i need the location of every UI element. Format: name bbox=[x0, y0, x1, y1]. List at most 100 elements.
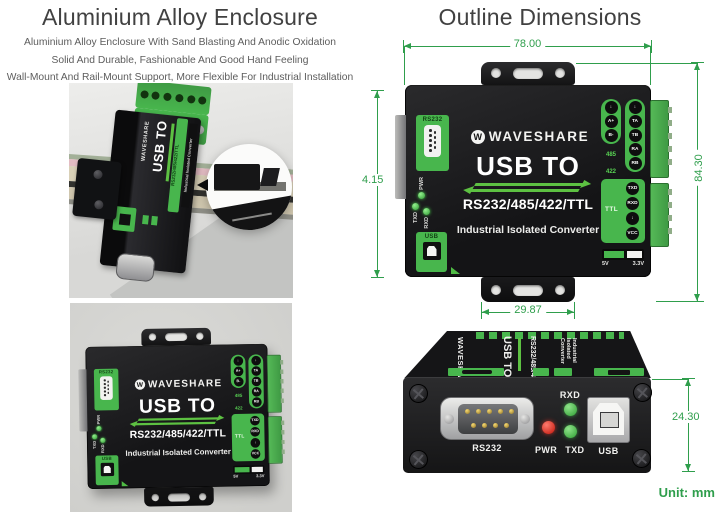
mount-tab-bottom bbox=[481, 277, 575, 302]
rxd-led-label: RXD bbox=[559, 390, 581, 400]
ttl-rxd: RXD bbox=[626, 197, 639, 210]
device-body: RS232 PWR TXD RXD bbox=[78, 343, 285, 490]
unit-note: Unit: mm bbox=[658, 485, 715, 500]
screw-block-2 bbox=[267, 416, 285, 464]
rs232-label: RS232 bbox=[422, 117, 443, 123]
rs232-panel: RS232 bbox=[416, 115, 449, 171]
pwr-txd-labels: PWR TXD bbox=[535, 445, 584, 455]
brand-logo: W WAVESHARE bbox=[115, 377, 241, 390]
dim-ext-line bbox=[656, 301, 698, 302]
pwr-led bbox=[418, 191, 425, 199]
ttl-gnd: ↓ bbox=[250, 437, 261, 448]
usb-port-label: USB bbox=[598, 446, 619, 456]
txd-label: TXD bbox=[92, 440, 98, 450]
ttl-txd: TXD bbox=[626, 182, 639, 195]
screw-block-2 bbox=[650, 183, 672, 247]
arrow-graphic bbox=[518, 338, 521, 371]
voltage-switch: 5V 3.3V bbox=[233, 465, 264, 479]
pwr-led bbox=[96, 425, 102, 432]
ttl-txd: TXD bbox=[250, 415, 260, 426]
rxd-led bbox=[564, 403, 577, 416]
ttl-rxd: RXD bbox=[250, 426, 261, 437]
led-panel-edge bbox=[533, 368, 549, 376]
rail-clip-magnifier bbox=[206, 144, 292, 230]
terminal-a-plus: A+ bbox=[233, 366, 244, 377]
dim-tab-width-value: 29.87 bbox=[510, 304, 546, 316]
tagline: Industrial Isolated Converter bbox=[125, 447, 231, 459]
pwr-led bbox=[542, 421, 555, 434]
terminal-b-minus: B- bbox=[604, 129, 618, 142]
tagline-label: Industrial Isolated Converter bbox=[559, 338, 577, 364]
terminal-rb: RB bbox=[251, 397, 262, 408]
switch-5v-label: 5V bbox=[233, 474, 239, 480]
left-section-title: Aluminium Alloy Enclosure bbox=[41, 4, 318, 30]
dim-height: 84.30 bbox=[691, 62, 705, 302]
rail-clip bbox=[214, 164, 260, 190]
screw-block-1 bbox=[266, 354, 284, 413]
rail-mount-photo: WAVESHARE USB TO RS232/485/422/TTL Indus… bbox=[69, 83, 293, 298]
txd-led-label: TXD bbox=[565, 445, 585, 455]
usb-panel-edge bbox=[594, 368, 644, 376]
switch-slider bbox=[602, 249, 644, 260]
usb-panel: USB bbox=[95, 455, 119, 486]
dim-left-offset-value: 4.15 bbox=[358, 174, 388, 186]
switch-5v-label: 5V bbox=[602, 261, 609, 267]
brand-name: WAVESHARE bbox=[488, 129, 590, 144]
mount-slot bbox=[513, 68, 543, 79]
usb-label: USB bbox=[424, 234, 439, 240]
terminal-tb: TB bbox=[251, 376, 262, 387]
txd-led bbox=[92, 434, 98, 440]
model-title: USB TO bbox=[138, 393, 216, 418]
dim-front-height: 24.30 bbox=[668, 378, 704, 472]
group-485-label: 485 bbox=[234, 393, 243, 399]
terminal-gnd: ↓ bbox=[628, 101, 642, 114]
mount-tab-top bbox=[141, 327, 212, 347]
usb-b-icon bbox=[100, 462, 114, 477]
dim-ext-line bbox=[574, 302, 575, 319]
terminal-tb: TB bbox=[628, 129, 642, 142]
mount-slot bbox=[164, 332, 188, 342]
screw-block-1 bbox=[650, 100, 672, 178]
rs232-port-label: RS232 bbox=[472, 443, 502, 453]
terminal-label-panel: ↓ A+ B- ↓ TA TB RA RB 485 422 bbox=[230, 354, 264, 412]
mount-hole bbox=[491, 68, 501, 78]
mount-hole bbox=[198, 492, 207, 501]
mount-hole bbox=[148, 333, 157, 341]
dim-front-height-value: 24.30 bbox=[668, 411, 704, 423]
interface-title: RS232/485/422/TTL bbox=[462, 196, 594, 212]
dim-tab-width: 29.87 bbox=[481, 304, 575, 320]
corner-screw bbox=[409, 384, 428, 403]
dim-left-offset: 4.15 bbox=[358, 90, 388, 278]
mount-tab-top bbox=[481, 62, 575, 85]
ttl-panel-edge bbox=[554, 368, 572, 376]
ttl-panel: TTL TXD RXD ↓ VCC bbox=[601, 179, 645, 243]
db9-connector-side bbox=[395, 115, 406, 199]
mount-hole bbox=[196, 332, 204, 340]
db9-male-connector bbox=[440, 397, 534, 440]
device-top-view: RS232 PWR TXD RXD bbox=[395, 62, 672, 302]
usb-b-port bbox=[587, 397, 630, 443]
device-body: RS232 PWR TXD RXD bbox=[395, 85, 672, 277]
brand-icon: W bbox=[134, 378, 146, 390]
terminal-col-right: ↓ TA TB RA RB bbox=[625, 99, 645, 172]
ttl-gnd: ↓ bbox=[626, 212, 639, 225]
pwr-label: PWR bbox=[418, 177, 425, 190]
brand-name: WAVESHARE bbox=[147, 377, 223, 390]
ttl-label: TTL bbox=[605, 206, 619, 213]
corner-screw bbox=[633, 383, 652, 402]
terminal-a-plus: A+ bbox=[604, 115, 618, 128]
txrx-led-group: TXD RXD bbox=[412, 203, 430, 229]
mount-hole bbox=[151, 493, 160, 502]
dim-width: 78.00 bbox=[403, 38, 652, 54]
device-top-view: RS232 PWR TXD RXD bbox=[78, 327, 285, 508]
terminal-col-left: ↓ A+ B- bbox=[601, 99, 621, 144]
rs232-label: RS232 bbox=[98, 370, 114, 375]
group-485-label: 485 bbox=[605, 152, 616, 158]
device-edge bbox=[206, 191, 292, 230]
terminal-ta: TA bbox=[251, 366, 261, 376]
switch-3v3-label: 3.3V bbox=[632, 261, 644, 267]
usb-panel: USB bbox=[416, 232, 447, 272]
device-top-face: WAVESHARE USB TO RS232/485/422/TTL Indus… bbox=[404, 331, 651, 378]
description-line-3: Wall-Mount And Rail-Mount Support, More … bbox=[6, 72, 354, 84]
